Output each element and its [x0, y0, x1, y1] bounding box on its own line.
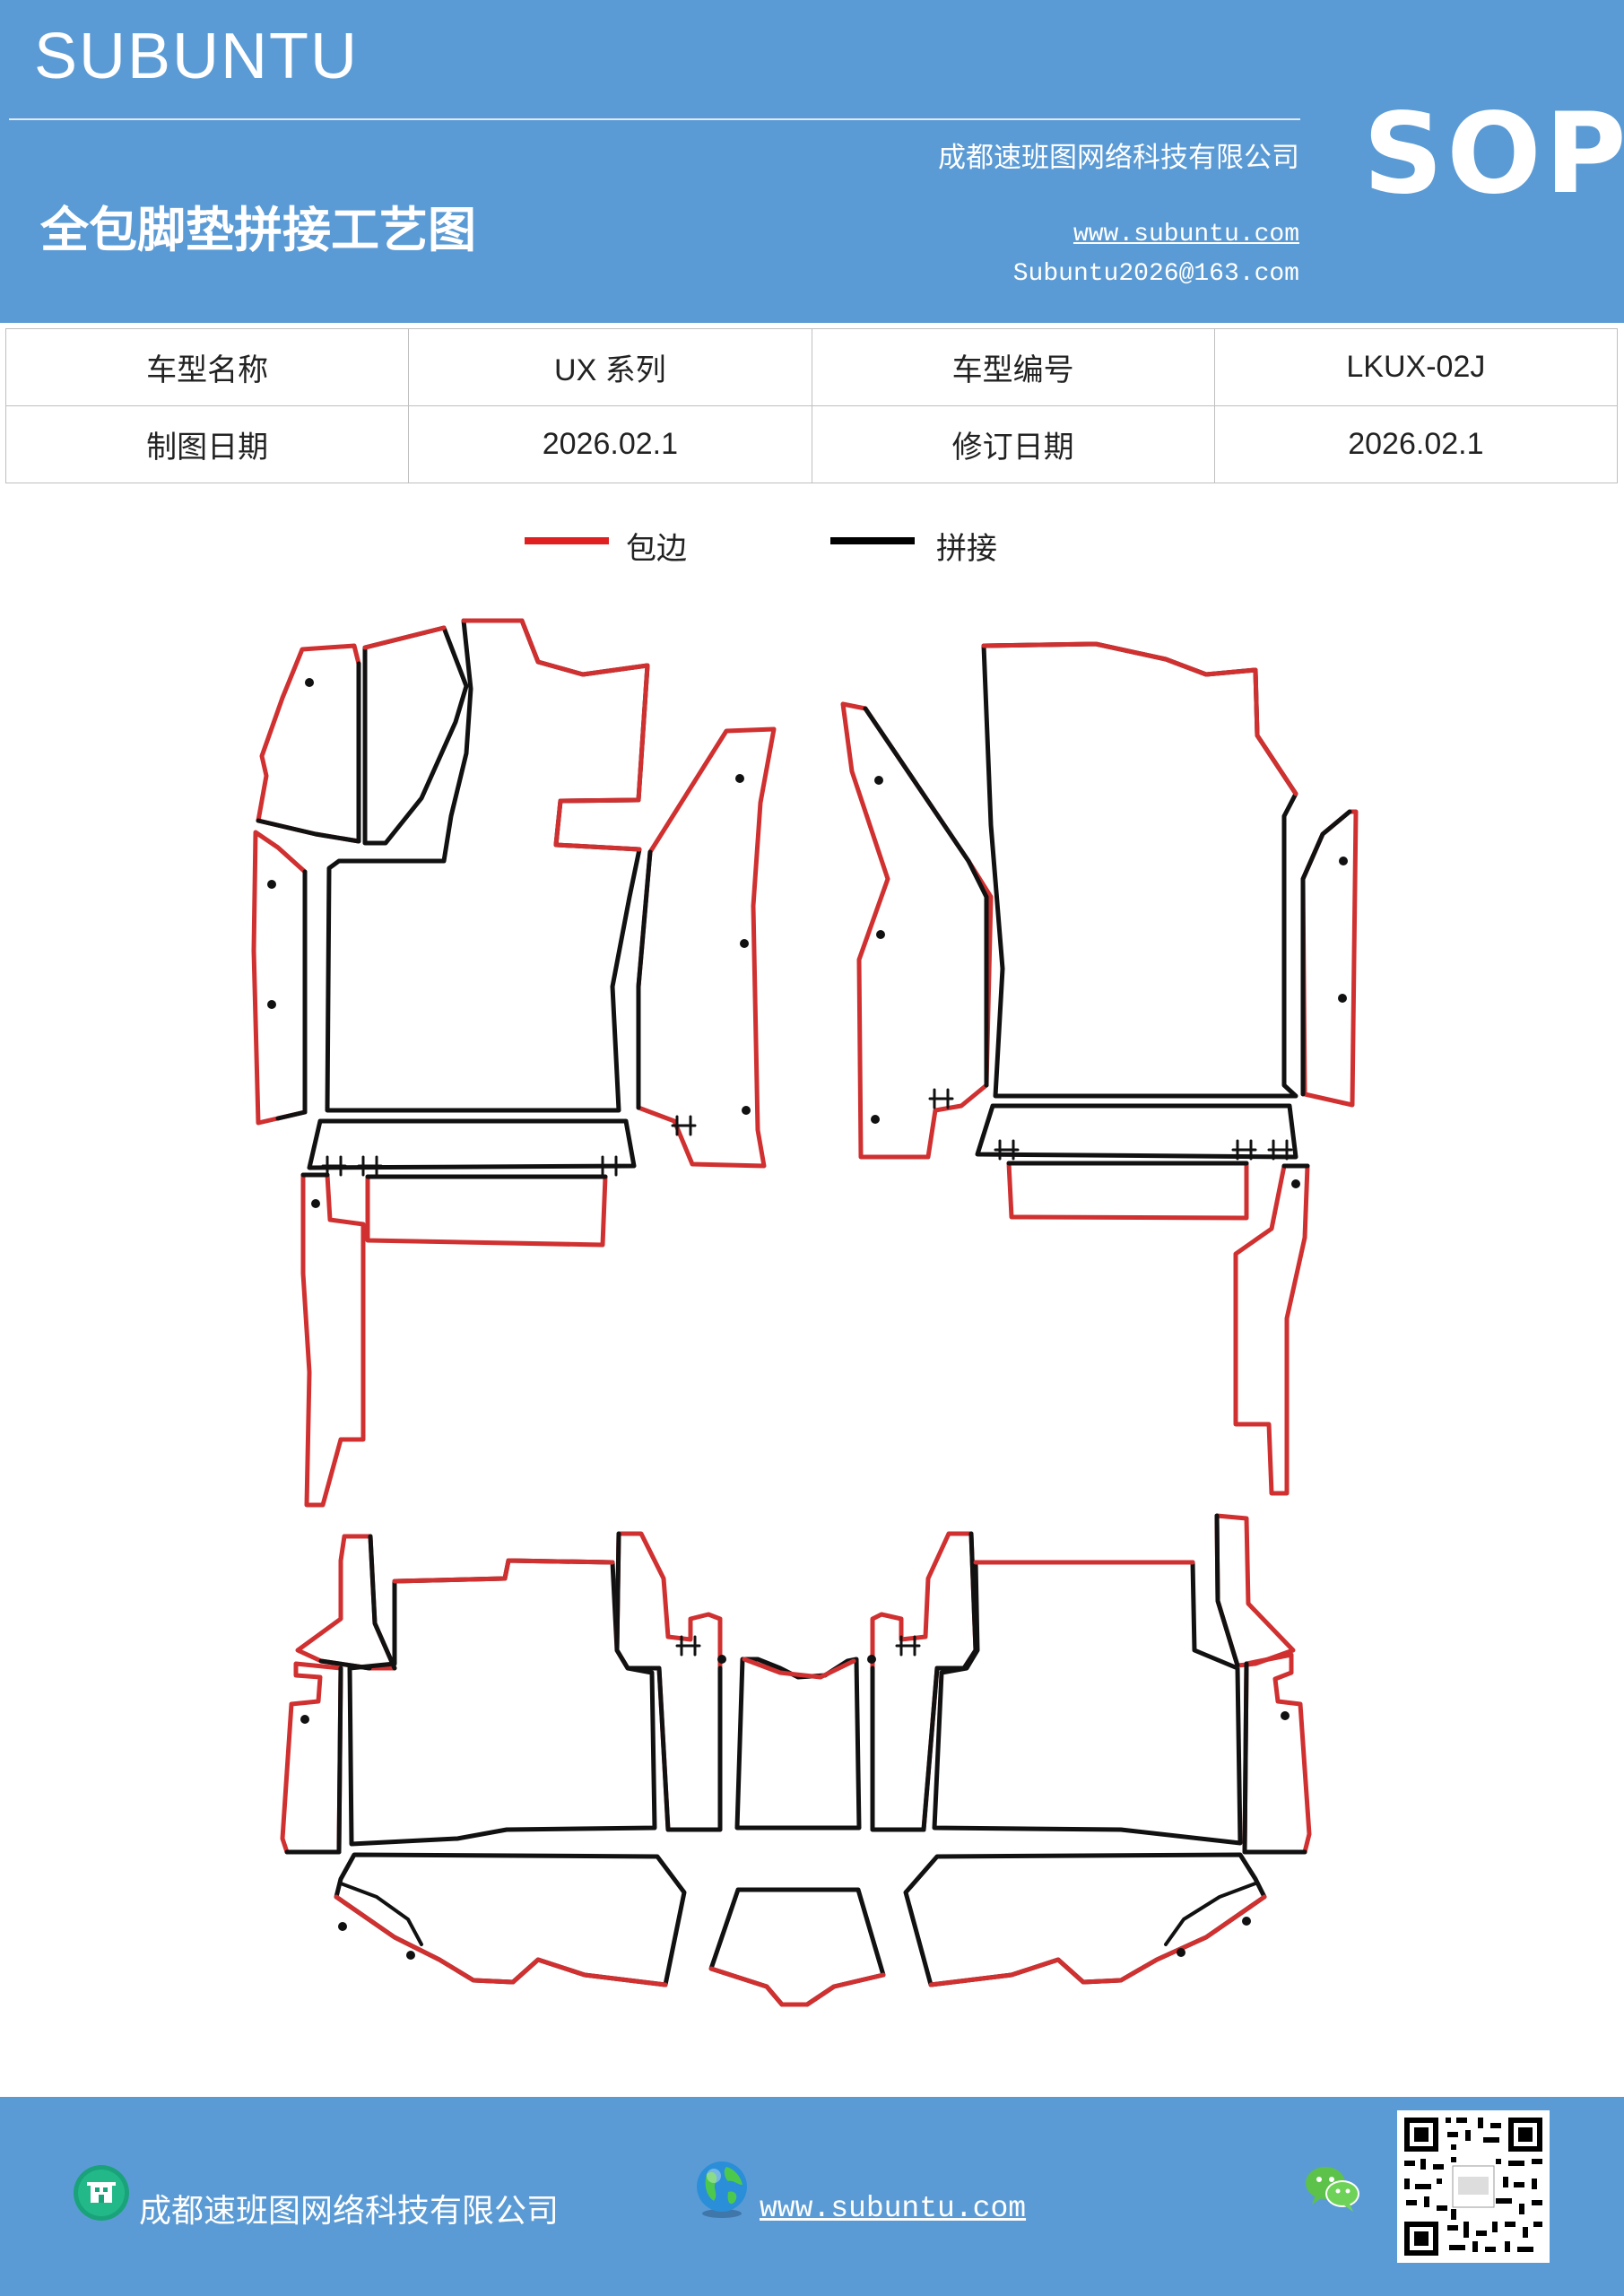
- rear-right-mat-group: [867, 1513, 1312, 1987]
- header-company: 成都速班图网络科技有限公司: [938, 142, 1299, 174]
- page-footer: 成都速班图网络科技有限公司 www.subuntu.com: [0, 2097, 1624, 2296]
- footer-company: 成都速班图网络科技有限公司: [139, 2193, 560, 2230]
- table-row: 制图日期 2026.02.1 修订日期 2026.02.1: [4, 405, 1619, 483]
- rear-center-mat-group: [708, 1657, 886, 2007]
- rear-center-lower-panel: [708, 1887, 886, 2007]
- floor-mat-diagram: [251, 618, 1359, 2007]
- header-website-link[interactable]: www.subuntu.com: [1073, 221, 1299, 248]
- front-left-door-strip: [636, 726, 777, 1169]
- rear-left-main-panel: [347, 1558, 657, 1847]
- rear-right-lower-panel: [903, 1852, 1267, 1987]
- front-left-strip: [362, 625, 469, 846]
- front-left-flap: [256, 643, 361, 844]
- front-left-tunnel-piece: [365, 1174, 608, 1248]
- model-name-label: 车型名称: [4, 328, 410, 406]
- front-left-sill-strip: [251, 830, 308, 1126]
- front-left-lower-band: [307, 1118, 637, 1170]
- model-code-value: LKUX-02J: [1213, 328, 1619, 406]
- rear-right-rocker-strip: [1242, 1652, 1312, 1855]
- page-header: SUBUNTU 成都速班图网络科技有限公司 全包脚垫拼接工艺图 www.subu…: [0, 0, 1624, 323]
- legend-label-edge: 包边: [626, 531, 687, 567]
- front-left-main-panel: [325, 618, 650, 1113]
- model-code-label: 车型编号: [811, 328, 1215, 406]
- front-right-main-panel: [981, 641, 1298, 1099]
- header-divider: [9, 118, 1300, 120]
- front-right-lower-band: [975, 1103, 1298, 1160]
- front-left-mat-group: [251, 618, 777, 1508]
- qr-code[interactable]: [1397, 2110, 1550, 2263]
- legend-swatch-seam: [830, 537, 915, 544]
- wechat-icon[interactable]: [1303, 2161, 1362, 2219]
- revise-date-label: 修订日期: [811, 405, 1215, 483]
- footer-website-link[interactable]: www.subuntu.com: [760, 2192, 1027, 2225]
- model-name-value: UX 系列: [408, 328, 812, 406]
- front-right-mat-group: [840, 641, 1359, 1496]
- rear-left-lower-panel: [334, 1852, 687, 1987]
- rear-left-mat-group: [280, 1531, 726, 1987]
- header-email: Subuntu2026@163.com: [1012, 260, 1299, 288]
- rear-center-tunnel-panel: [734, 1657, 862, 1831]
- rear-right-mid-strip: [870, 1531, 978, 1832]
- revise-date-value: 2026.02.1: [1213, 405, 1619, 483]
- legend-label-seam: 拼接: [936, 531, 997, 567]
- sop-badge: SOP: [1363, 90, 1624, 219]
- company-icon: [72, 2163, 131, 2226]
- front-right-rocker-strip: [1233, 1163, 1310, 1496]
- draw-date-label: 制图日期: [4, 405, 410, 483]
- draw-date-value: 2026.02.1: [408, 405, 812, 483]
- rear-right-main-panel: [932, 1560, 1243, 1846]
- rear-left-side-flap: [295, 1534, 397, 1671]
- front-left-rocker-strip: [300, 1172, 366, 1508]
- globe-icon: [692, 2158, 751, 2222]
- brand-name: SUBUNTU: [34, 21, 360, 92]
- info-table: 车型名称 UX 系列 车型编号 LKUX-02J 制图日期 2026.02.1 …: [4, 328, 1619, 483]
- rear-left-rocker-strip: [280, 1661, 343, 1855]
- legend-swatch-edge: [525, 537, 609, 544]
- document-title: 全包脚垫拼接工艺图: [40, 201, 476, 258]
- rear-left-mid-strip: [614, 1531, 723, 1832]
- front-right-tunnel-piece: [1006, 1161, 1249, 1221]
- front-right-door-strip: [840, 701, 994, 1160]
- table-row: 车型名称 UX 系列 车型编号 LKUX-02J: [4, 328, 1619, 406]
- legend: 包边 拼接: [0, 520, 1624, 574]
